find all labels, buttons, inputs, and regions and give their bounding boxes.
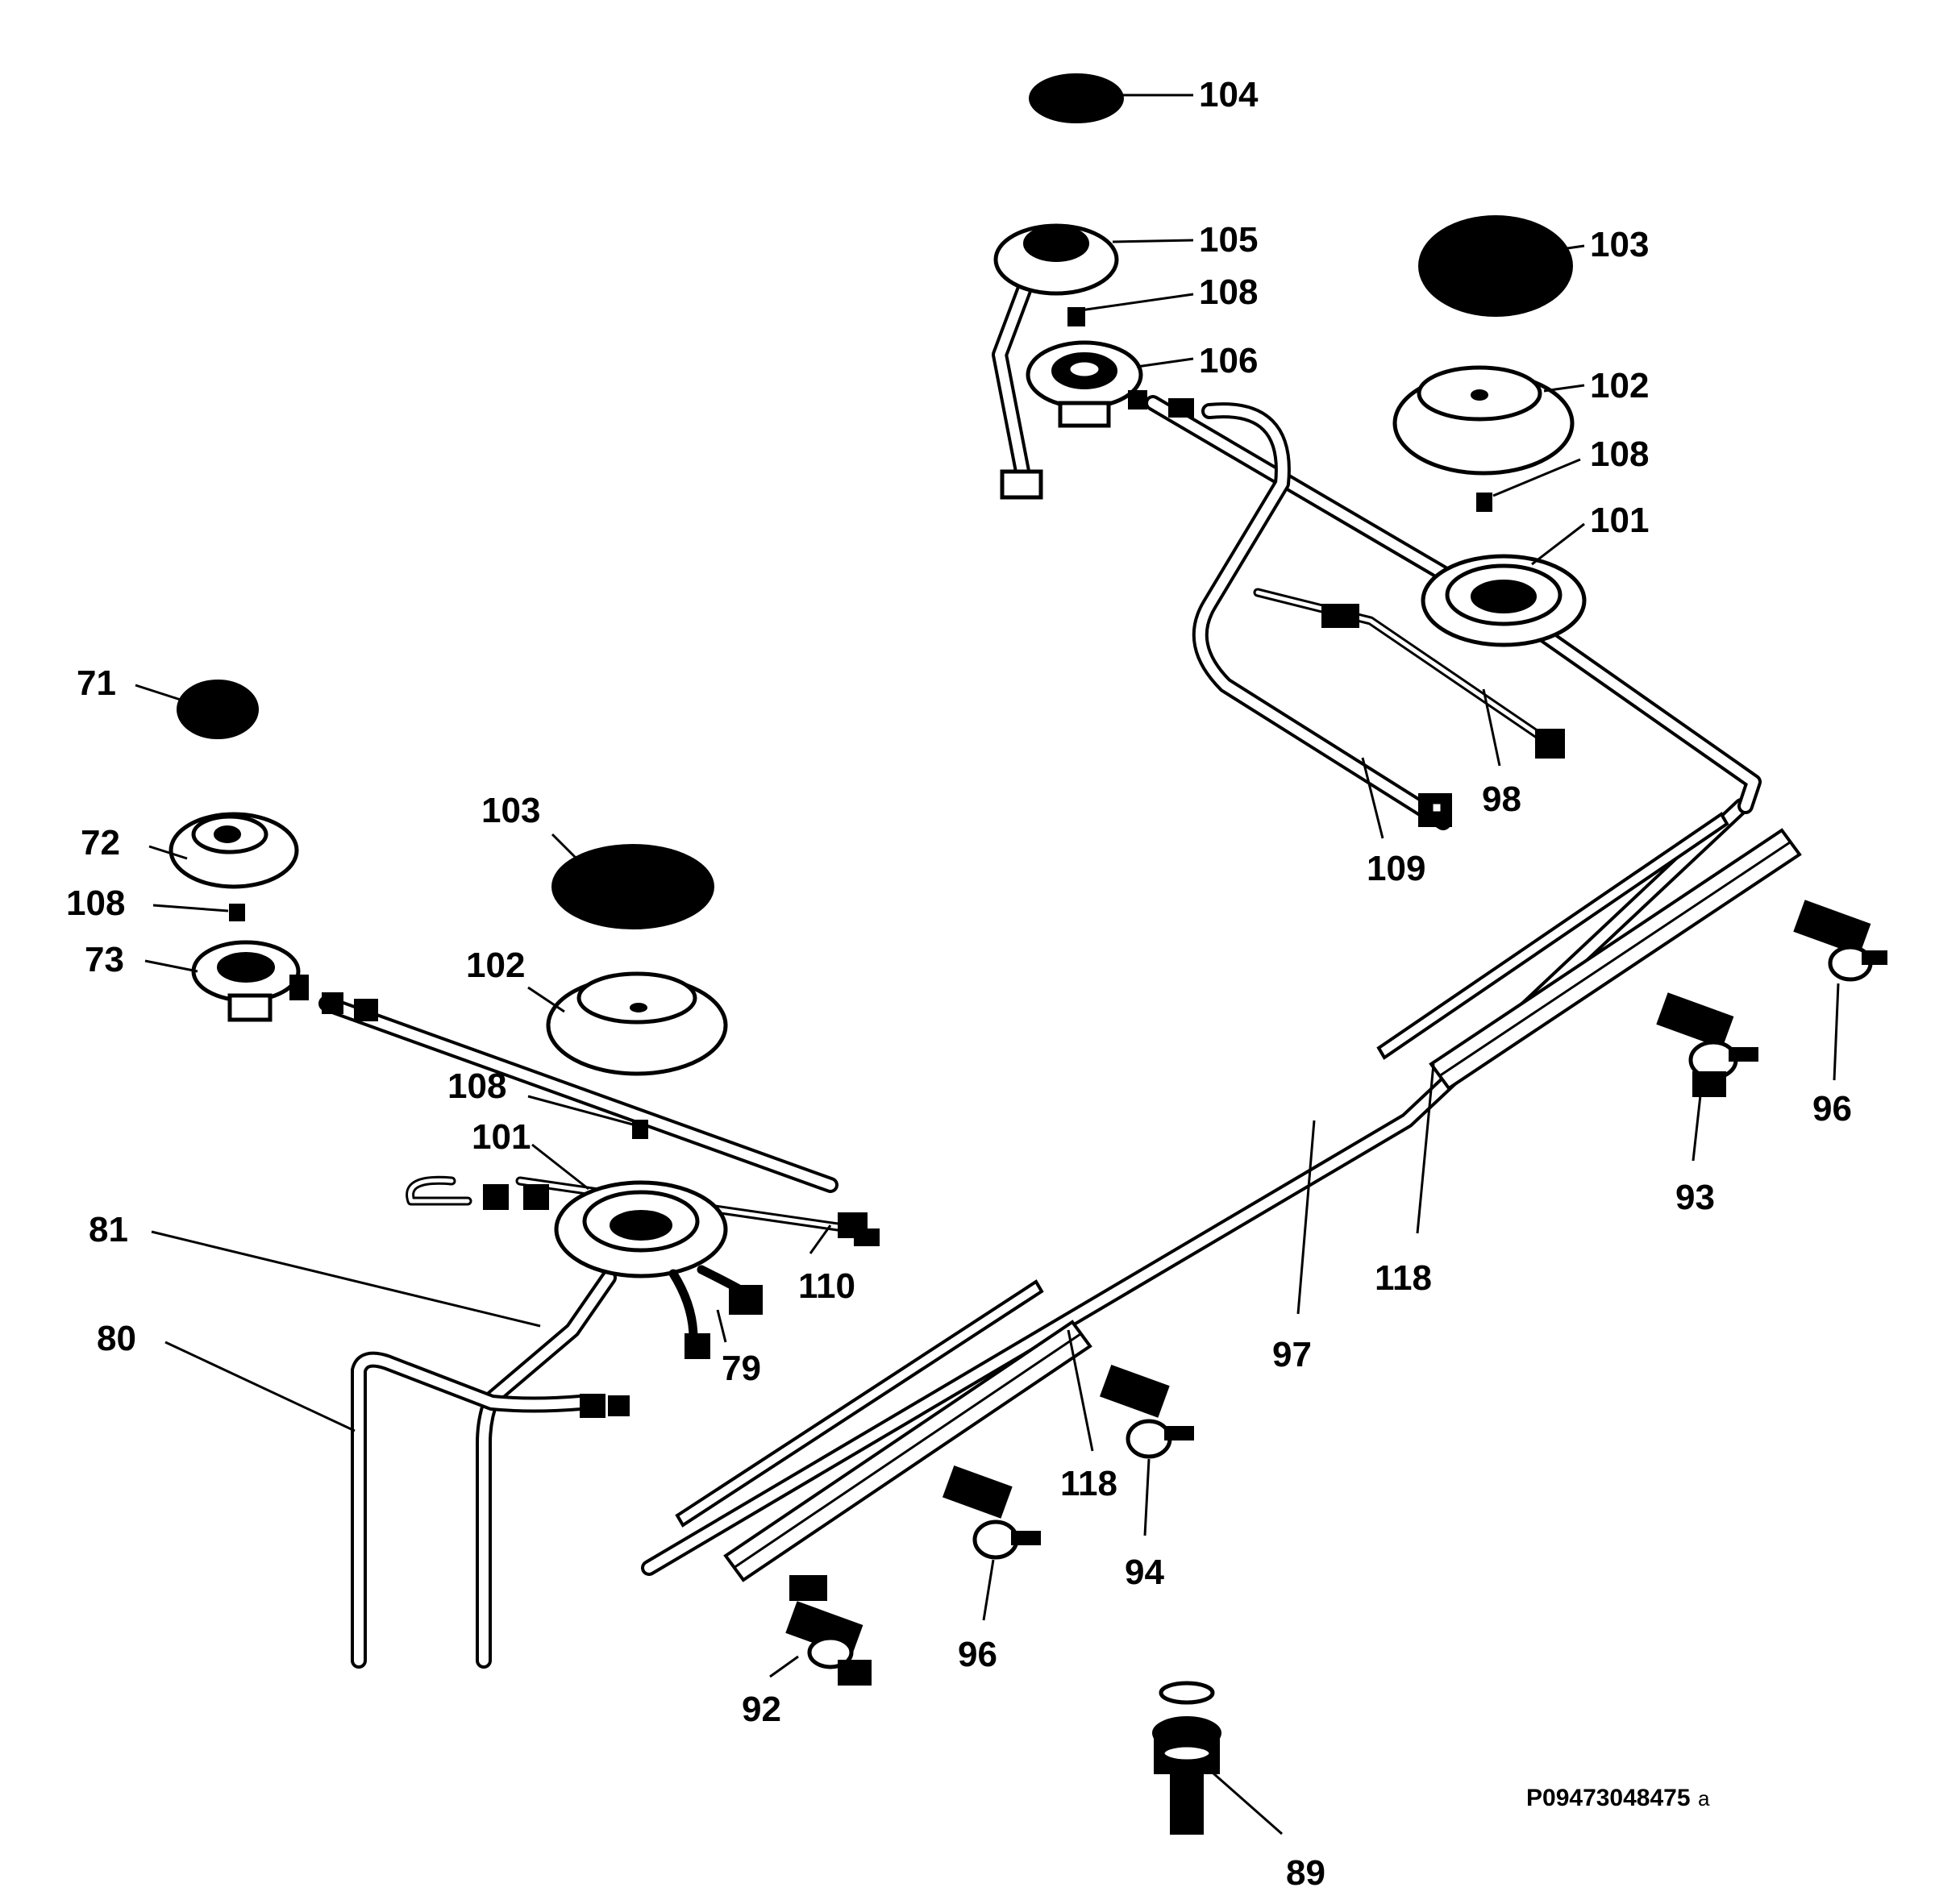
burner-cap-103-left (551, 844, 714, 929)
part-label-103: 103 (1590, 225, 1649, 264)
injector-108-left-lower (632, 1120, 648, 1139)
manifold-rail (641, 798, 1750, 1576)
left-pipes (318, 996, 859, 1669)
part-label-102: 102 (466, 946, 525, 985)
burner-crown-72 (169, 812, 299, 889)
part-label-108: 108 (447, 1066, 506, 1106)
gas-tap-94 (1099, 1364, 1194, 1459)
connector-80 (580, 1394, 630, 1418)
burner-body-101-left (483, 1180, 728, 1278)
part-label-101: 101 (472, 1117, 531, 1157)
lower-rail (723, 828, 1802, 1582)
part-label-101: 101 (1590, 501, 1649, 540)
part-label-93: 93 (1675, 1178, 1715, 1217)
thermocouple-79 (668, 1265, 763, 1359)
burner-cap-71 (177, 680, 259, 739)
burner-crown-102-right (1392, 365, 1575, 476)
part-label-73: 73 (85, 940, 124, 979)
gas-tap-93 (1656, 992, 1758, 1097)
part-label-81: 81 (89, 1210, 128, 1249)
drawing-reference: P09473048475 a (1526, 1785, 1710, 1811)
part-label-110: 110 (798, 1266, 855, 1306)
part-label-94: 94 (1125, 1553, 1164, 1592)
part-label-103: 103 (481, 791, 540, 830)
part-label-96: 96 (1812, 1089, 1852, 1129)
part-label-109: 109 (1367, 849, 1425, 888)
part-labels: 104 105 108 106 103 102 108 101 98 109 7… (66, 75, 1852, 1893)
part-label-79: 79 (722, 1349, 761, 1388)
part-label-98: 98 (1482, 779, 1521, 819)
part-label-96: 96 (958, 1635, 997, 1674)
gas-tap-96-left (942, 1465, 1041, 1560)
top-right-pipes (992, 282, 1762, 830)
part-label-80: 80 (97, 1319, 136, 1358)
thermocouple-98 (1321, 604, 1565, 759)
part-label-118: 118 (1375, 1258, 1432, 1298)
part-label-72: 72 (81, 823, 120, 863)
part-label-106: 106 (1199, 341, 1258, 380)
thermocouple-110 (838, 1212, 880, 1246)
gas-tap-92 (785, 1575, 872, 1686)
gas-inlet-connector-89 (1152, 1681, 1221, 1835)
part-label-118: 118 (1060, 1464, 1117, 1503)
burner-crown-105 (993, 223, 1119, 296)
part-label-105: 105 (1199, 220, 1258, 260)
part-label-104: 104 (1199, 75, 1259, 114)
part-label-92: 92 (742, 1690, 781, 1729)
drawing-reference-suffix: a (1698, 1786, 1710, 1810)
thermocouple-109 (1418, 793, 1452, 827)
burner-cap-104 (1029, 73, 1124, 123)
drawing-reference-number: P09473048475 (1526, 1785, 1691, 1811)
part-label-102: 102 (1590, 366, 1649, 405)
part-label-108: 108 (66, 883, 125, 923)
part-label-108: 108 (1590, 434, 1649, 474)
part-label-71: 71 (77, 663, 116, 703)
injector-108-right (1476, 493, 1492, 512)
part-label-89: 89 (1286, 1853, 1325, 1893)
part-label-97: 97 (1272, 1335, 1312, 1374)
burner-crown-102-left (546, 971, 728, 1076)
injector-108-left (229, 904, 245, 921)
burner-body-106 (1026, 340, 1194, 428)
part-label-108: 108 (1199, 272, 1258, 312)
burner-body-101-right (1421, 554, 1587, 647)
gas-tap-96-right (1793, 900, 1887, 982)
leader-lines (135, 94, 1840, 1835)
gas-pipes (318, 282, 1802, 1669)
burner-body-73 (191, 940, 378, 1022)
burner-cap-103-right (1418, 215, 1573, 317)
injector-108-top (1067, 307, 1085, 326)
